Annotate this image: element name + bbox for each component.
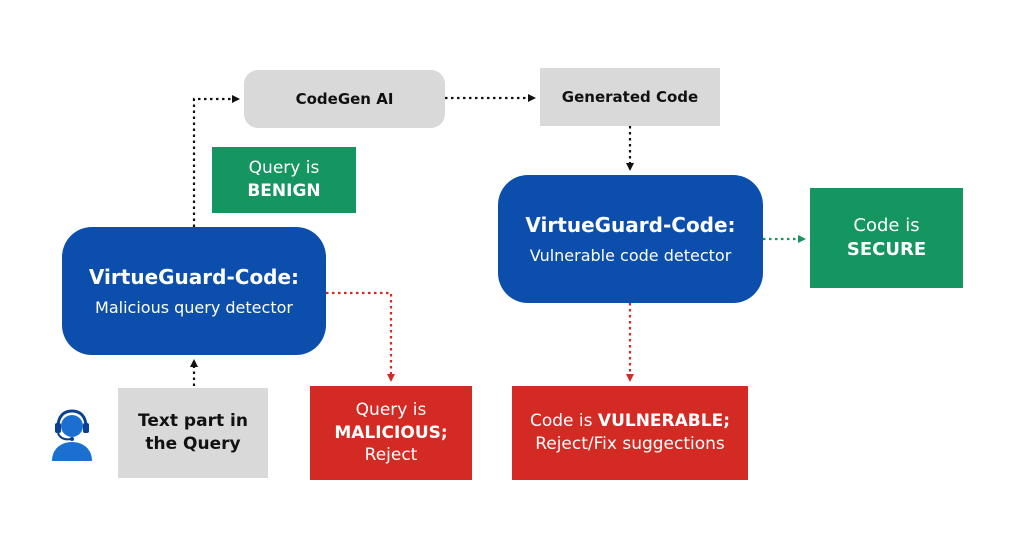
code-secure-box: Code is SECURE (810, 188, 963, 288)
code-vulnerable-prefix: Code is (529, 411, 598, 432)
text-query-line2: the Query (145, 434, 241, 454)
arrow-detector-to-codegen (192, 95, 240, 227)
codegen-ai-box: CodeGen AI (244, 70, 445, 128)
headset-user-icon (44, 407, 100, 463)
code-secure-line1: Code is (853, 214, 920, 236)
text-query-box: Text part in the Query (118, 388, 268, 478)
query-detector-subtitle: Malicious query detector (95, 297, 293, 317)
query-malicious-line2: MALICIOUS; (334, 422, 448, 443)
code-vulnerable-line2: Reject/Fix suggections (535, 434, 725, 454)
query-malicious-line1: Query is (355, 399, 427, 420)
code-detector-subtitle: Vulnerable code detector (529, 245, 732, 265)
text-query-line1: Text part in (138, 411, 248, 432)
query-detector-title: VirtueGuard-Code: (88, 264, 300, 289)
query-benign-line1: Query is (248, 158, 320, 179)
code-secure-line2: SECURE (846, 239, 927, 260)
query-malicious-line3: Reject (364, 445, 418, 466)
malicious-query-detector-box: VirtueGuard-Code: Malicious query detect… (62, 227, 326, 355)
arrow-query-detector-to-malicious (326, 291, 395, 382)
code-vulnerable-line1: Code is VULNERABLE; (530, 410, 730, 433)
code-vulnerable-box: Code is VULNERABLE; Reject/Fix suggectio… (512, 386, 748, 480)
generated-code-label: Generated Code (561, 87, 699, 106)
vulnerable-code-detector-box: VirtueGuard-Code: Vulnerable code detect… (498, 175, 763, 303)
code-vulnerable-strong: VULNERABLE; (597, 411, 730, 432)
query-benign-line2: BENIGN (247, 181, 321, 201)
code-detector-title: VirtueGuard-Code: (525, 212, 736, 237)
query-benign-box: Query is BENIGN (212, 147, 356, 213)
generated-code-box: Generated Code (540, 68, 720, 126)
codegen-ai-label: CodeGen AI (295, 89, 394, 108)
query-malicious-box: Query is MALICIOUS; Reject (310, 386, 472, 480)
